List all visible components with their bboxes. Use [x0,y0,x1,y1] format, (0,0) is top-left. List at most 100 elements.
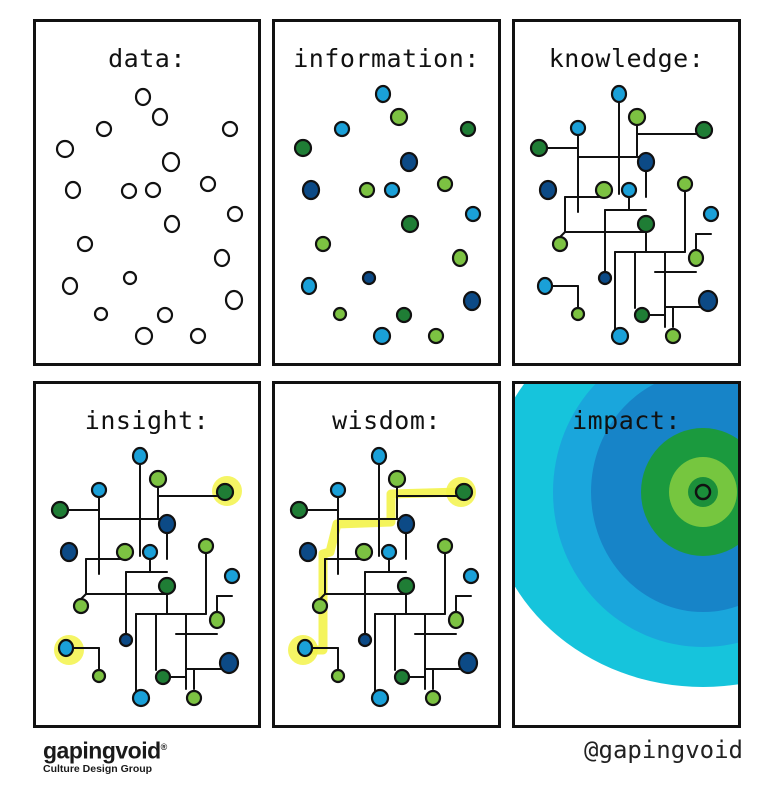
knowledge-node [529,138,549,158]
information-dot [459,120,477,138]
information-dot [395,306,413,324]
data-dot [199,175,217,193]
knowledge-node [664,327,682,345]
insight-node [118,632,134,648]
panel-title: knowledge: [548,44,705,73]
information-dot [462,290,482,312]
data-dot [226,205,244,223]
wisdom-node [370,446,388,466]
information-dot [314,235,332,253]
insight-node [154,668,172,686]
panel-title: information: [293,44,480,73]
information-dot [389,107,409,127]
panel-wisdom: wisdom: [272,381,501,728]
information-dot [436,175,454,193]
knowledge-node [597,270,613,286]
knowledge-node [538,179,558,201]
insight-node [215,482,235,502]
insight-node [91,668,107,684]
data-dot [163,214,181,234]
knowledge-node [636,151,656,173]
knowledge-node [627,107,647,127]
knowledge-node [697,289,719,313]
insight-node [115,542,135,562]
insight-node [90,481,108,499]
panel-information: information: [272,19,501,366]
wisdom-node [380,543,398,561]
insight-node [197,537,215,555]
information-dot [374,84,392,104]
wisdom-node [462,567,480,585]
panel-knowledge: knowledge: [512,19,741,366]
information-dot [361,270,377,286]
information-dot [293,138,313,158]
knowledge-network [529,84,720,346]
information-dot [400,214,420,234]
insight-node [157,576,177,596]
information-dot [451,248,469,268]
data-dot [189,327,207,345]
data-dot [120,182,138,200]
data-dot [221,120,239,138]
insight-node [59,541,79,563]
insight-node [50,500,70,520]
wisdom-node [357,632,373,648]
wisdom-node [454,482,474,502]
twitter-handle: @gapingvoid [584,736,743,764]
panel-title: wisdom: [332,406,441,435]
knowledge-node [610,326,630,346]
knowledge-node [570,306,586,322]
data-dot [144,181,162,199]
data-dot [61,276,79,296]
insight-node [218,651,240,675]
information-dot [464,205,482,223]
panel-title: impact: [572,406,681,435]
knowledge-node [620,181,638,199]
insight-node [157,513,177,535]
knowledge-node [694,120,714,140]
wisdom-node [387,469,407,489]
insight-node [131,446,149,466]
wisdom-node [393,668,411,686]
knowledge-node [633,306,651,324]
panel-title: data: [108,44,186,73]
insight-node [223,567,241,585]
wisdom-node [289,500,309,520]
insight-node [148,469,168,489]
panel-impact: impact: [512,381,741,728]
knowledge-node [636,214,656,234]
insight-node [72,597,90,615]
brand-name: gapingvoid® [43,737,167,764]
data-dot [151,107,169,127]
wisdom-node [457,651,479,675]
wisdom-node [298,541,318,563]
wisdom-node [354,542,374,562]
wisdom-node [330,668,346,684]
information-dot [383,181,401,199]
information-dot [301,179,321,201]
knowledge-node [536,276,554,296]
wisdom-node [447,610,465,630]
insight-node [57,638,75,658]
data-dot [134,87,152,107]
data-dot [134,326,154,346]
data-dot [156,306,174,324]
brand-tagline: Culture Design Group [43,762,153,775]
impact-rings [515,384,738,687]
impact-center-dot [694,483,712,501]
wisdom-network [288,446,480,708]
wisdom-node [436,537,454,555]
data-dot [76,235,94,253]
data-dot [95,120,113,138]
knowledge-node [676,175,694,193]
knowledge-node [551,235,569,253]
panel-data: data: [33,19,261,366]
data-dot [64,180,82,200]
wisdom-node [329,481,347,499]
insight-node [185,689,203,707]
brand-logo: gapingvoid® Culture Design Group [43,735,167,775]
data-dot [224,289,244,311]
data-dot [93,306,109,322]
information-dot [332,306,348,322]
wisdom-node [396,513,416,535]
